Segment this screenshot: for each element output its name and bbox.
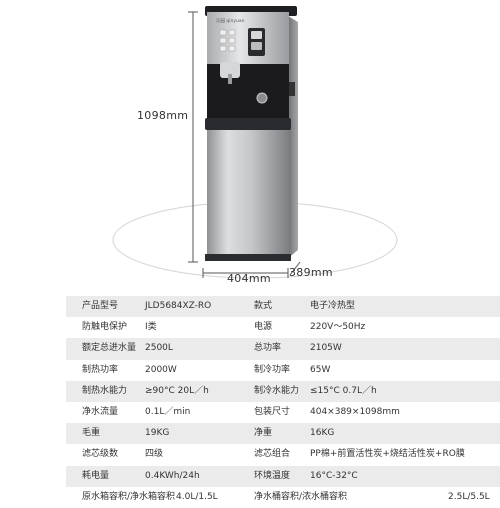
spec-label: 毛重 <box>82 428 101 439</box>
base <box>205 254 291 261</box>
spec-value: ≤15°C 0.7L／h <box>310 385 377 396</box>
height-label: 1098mm <box>137 109 189 122</box>
spec-value: 2500L <box>145 343 173 354</box>
spec-label: 滤芯级数 <box>82 449 119 460</box>
spec-value: 404×389×1098mm <box>310 406 400 417</box>
spec-value: 65W <box>310 364 331 375</box>
spec-label: 净水桶容积/浓水桶容积 <box>254 491 348 502</box>
spec-value: 0.4KWh/24h <box>145 470 200 481</box>
spec-label: 产品型号 <box>82 301 119 311</box>
spec-value: 四级 <box>145 449 164 460</box>
faucet-housing <box>220 62 240 78</box>
spec-value: 0.1L／min <box>145 406 191 417</box>
spec-value: PP棉+前置活性炭+烧结活性炭+RO膜 <box>310 449 465 460</box>
spec-value: 220V～50Hz <box>310 322 366 333</box>
spec-row: 防触电保护 I类 电源 220V～50Hz <box>66 317 500 338</box>
spec-value: 2.5L/5.5L <box>448 491 490 502</box>
spec-row: 净水流量 0.1L／min 包装尺寸 404×389×1098mm <box>66 402 500 423</box>
spec-value: I类 <box>145 322 157 333</box>
spec-label: 制冷功率 <box>254 364 291 375</box>
spec-label: 制冷水能力 <box>254 385 300 396</box>
spec-label: 滤芯组合 <box>254 449 291 460</box>
spec-value: 16KG <box>310 428 335 439</box>
spec-label: 制热水能力 <box>82 385 128 396</box>
depth-line <box>289 261 301 276</box>
water-dispenser-illustration: 沁园 qinyuan <box>112 6 398 279</box>
spec-row: 额定总进水量 2500L 总功率 2105W <box>66 338 500 360</box>
faucet-spout <box>228 74 232 84</box>
spec-label: 环境温度 <box>254 470 291 481</box>
spec-label: 防触电保护 <box>82 322 128 333</box>
spec-row: 制热功率 2000W 制冷功率 65W <box>66 360 500 381</box>
spec-label: 包装尺寸 <box>254 406 291 417</box>
spec-label: 制热功率 <box>82 364 119 375</box>
brand-badge: 沁园 qinyuan <box>216 17 245 24</box>
side-panel <box>288 16 298 258</box>
spec-label: 原水箱容积/净水箱容积 <box>82 491 176 502</box>
spec-value: 2105W <box>310 343 342 354</box>
drip-tray <box>205 118 291 130</box>
spec-label: 额定总进水量 <box>82 343 137 354</box>
spec-value: 2000W <box>145 364 177 375</box>
spec-label: 总功率 <box>254 343 282 354</box>
spec-row: 产品型号 JLD5684XZ-RO 款式 电子冷热型 <box>66 296 500 318</box>
spec-label: 净重 <box>254 428 273 439</box>
spec-row: 毛重 19KG 净重 16KG <box>66 423 500 445</box>
spec-row: 耗电量 0.4KWh/24h 环境温度 16°C-32°C <box>66 465 500 487</box>
spec-value: JLD5684XZ-RO <box>145 301 212 311</box>
spec-value: 电子冷热型 <box>310 301 356 311</box>
spec-value: ≥90°C 20L／h <box>145 385 209 396</box>
side-vent <box>289 82 295 96</box>
dispensing-recess <box>207 64 289 118</box>
outlet-knob-icon[interactable] <box>256 92 268 104</box>
depth-label: 389mm <box>289 266 333 279</box>
spec-label: 款式 <box>254 301 273 311</box>
product-hero: 沁园 qinyuan 1098mm 404mm 389mm <box>112 6 398 285</box>
lower-cabinet <box>207 130 289 254</box>
spec-value: 4.0L/1.5L <box>176 491 218 502</box>
spec-value: 19KG <box>145 428 170 439</box>
spec-label: 耗电量 <box>82 470 110 481</box>
spec-row: 制热水能力 ≥90°C 20L／h 制冷水能力 ≤15°C 0.7L／h <box>66 380 500 402</box>
spec-label: 净水流量 <box>82 406 119 417</box>
spec-value: 16°C-32°C <box>310 470 358 481</box>
spec-label: 电源 <box>254 322 273 333</box>
width-label: 404mm <box>227 272 271 285</box>
spec-table: 产品型号 JLD5684XZ-RO 款式 电子冷热型 防触电保护 I类 电源 220V～50… <box>66 296 500 508</box>
spec-row: 滤芯级数 四级 滤芯组合 PP棉+前置活性炭+烧结活性炭+RO膜 <box>66 444 500 465</box>
control-buttons[interactable] <box>219 29 236 52</box>
